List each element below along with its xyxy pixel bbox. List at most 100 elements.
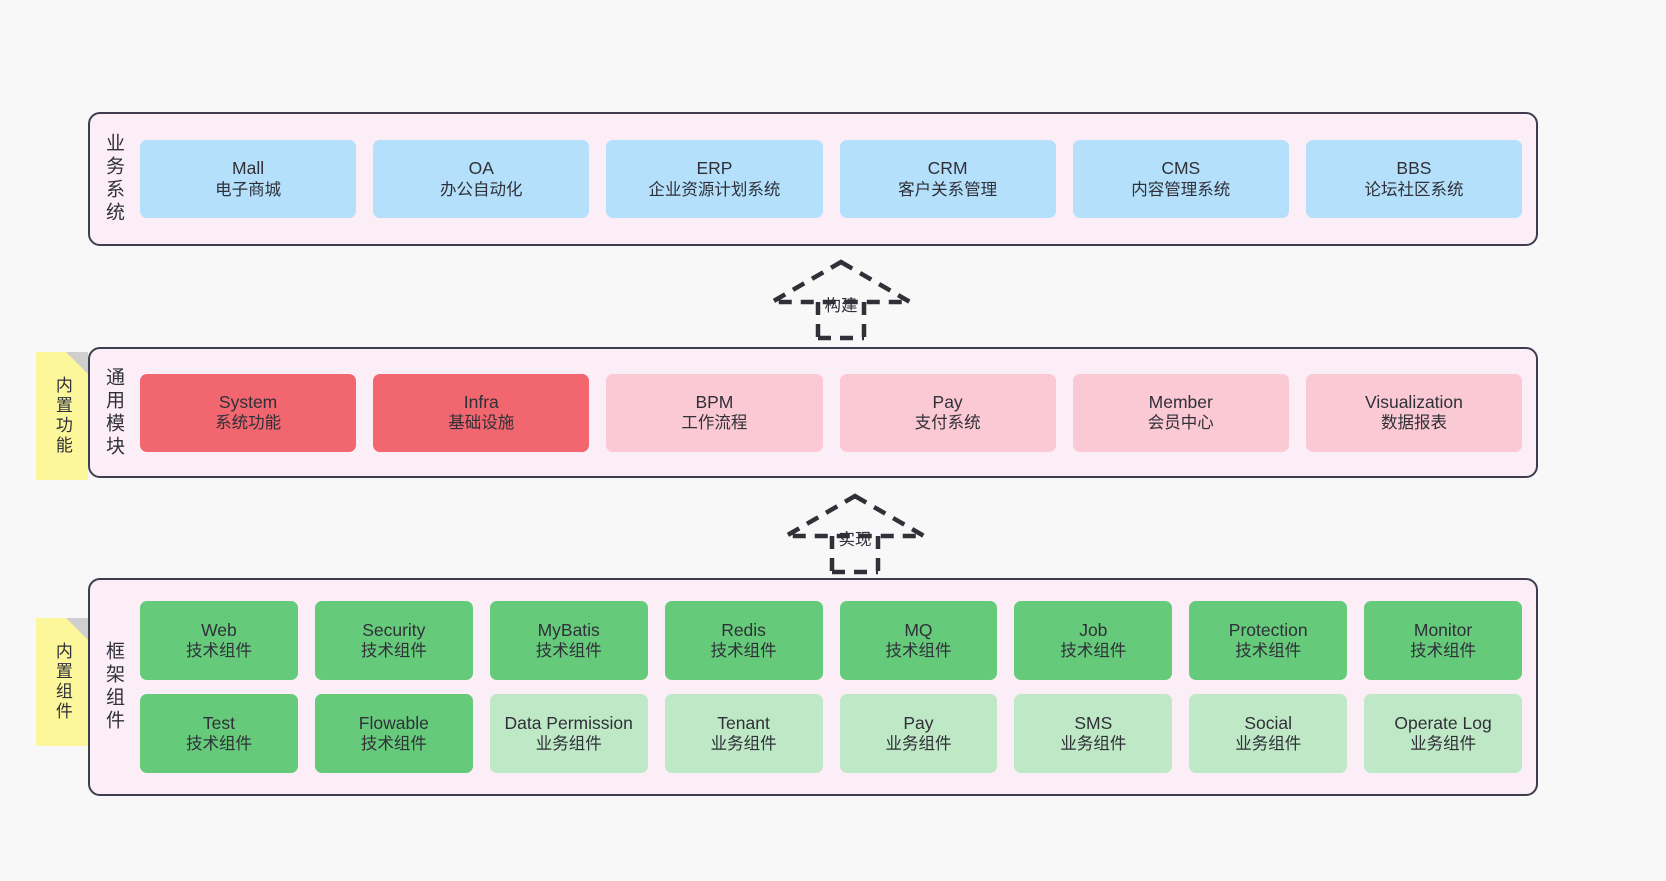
box-mall[interactable]: Mall 电子商城 xyxy=(140,140,357,218)
box-bpm-cn: 工作流程 xyxy=(681,414,748,433)
box-redis-en: Redis xyxy=(721,619,766,640)
box-cms-en: CMS xyxy=(1161,158,1201,179)
business-box-row: Mall 电子商城 OA 办公自动化 ERP 企业资源计划系统 CRM 客户关系… xyxy=(140,140,1523,218)
box-flowable-cn: 技术组件 xyxy=(360,735,427,754)
box-job-en: Job xyxy=(1079,619,1108,640)
box-web[interactable]: Web 技术组件 xyxy=(140,601,298,680)
layer-business-system: 业务系统 Mall 电子商城 OA 办公自动化 ERP 企业资源计划系统 CRM… xyxy=(88,112,1538,246)
box-pay-module-en: Pay xyxy=(932,391,963,412)
box-member[interactable]: Member 会员中心 xyxy=(1072,373,1289,452)
box-redis-cn: 技术组件 xyxy=(710,642,777,661)
layer-common-module-label: 通用模块 xyxy=(102,366,124,459)
box-mall-cn: 电子商城 xyxy=(215,180,282,199)
box-web-cn: 技术组件 xyxy=(185,642,252,661)
box-pay-module[interactable]: Pay 支付系统 xyxy=(839,373,1056,452)
sticky-note-builtin-function-label: 内置功能 xyxy=(52,376,72,456)
connector-build-label: 构建 xyxy=(824,297,858,315)
box-infra-en: Infra xyxy=(463,391,499,412)
common-box-row: System 系统功能 Infra 基础设施 BPM 工作流程 Pay 支付系统… xyxy=(140,373,1523,452)
box-pay-module-cn: 支付系统 xyxy=(914,414,981,433)
box-security-cn: 技术组件 xyxy=(360,642,427,661)
framework-biz-row: Test 技术组件 Flowable 技术组件 Data Permission … xyxy=(140,694,1522,773)
box-mq-en: MQ xyxy=(904,619,933,640)
box-infra-cn: 基础设施 xyxy=(448,414,515,433)
box-system-en: System xyxy=(218,391,278,412)
box-cms[interactable]: CMS 内容管理系统 xyxy=(1072,140,1289,218)
box-mall-en: Mall xyxy=(232,158,265,179)
connector-build: 构建 xyxy=(756,258,926,341)
connector-implement-label: 实现 xyxy=(838,531,872,549)
box-member-en: Member xyxy=(1148,391,1213,412)
box-oa[interactable]: OA 办公自动化 xyxy=(373,140,590,218)
box-monitor[interactable]: Monitor 技术组件 xyxy=(1364,601,1522,680)
connector-implement: 实现 xyxy=(770,492,940,575)
framework-tech-row: Web 技术组件 Security 技术组件 MyBatis 技术组件 Redi… xyxy=(140,601,1522,680)
box-tenant[interactable]: Tenant 业务组件 xyxy=(664,694,823,773)
box-sms-en: SMS xyxy=(1074,712,1113,733)
sticky-note-builtin-component: 内置组件 xyxy=(36,618,88,746)
sticky-note-builtin-component-label: 内置组件 xyxy=(52,642,72,722)
box-redis[interactable]: Redis 技术组件 xyxy=(664,601,823,680)
box-mybatis[interactable]: MyBatis 技术组件 xyxy=(489,601,648,680)
box-infra[interactable]: Infra 基础设施 xyxy=(373,373,590,452)
box-job[interactable]: Job 技术组件 xyxy=(1014,601,1173,680)
box-bpm[interactable]: BPM 工作流程 xyxy=(606,373,823,452)
layer-business-system-label: 业务系统 xyxy=(102,133,124,225)
box-web-en: Web xyxy=(201,619,237,640)
box-visualization[interactable]: Visualization 数据报表 xyxy=(1305,373,1523,452)
box-system[interactable]: System 系统功能 xyxy=(140,373,357,452)
box-system-cn: 系统功能 xyxy=(215,414,282,433)
box-crm-cn: 客户关系管理 xyxy=(898,180,998,199)
box-erp-en: ERP xyxy=(696,158,733,179)
box-security-en: Security xyxy=(362,619,426,640)
box-test-en: Test xyxy=(202,712,235,733)
box-sms[interactable]: SMS 业务组件 xyxy=(1014,694,1173,773)
box-monitor-en: Monitor xyxy=(1413,619,1473,640)
box-erp[interactable]: ERP 企业资源计划系统 xyxy=(606,140,823,218)
box-test[interactable]: Test 技术组件 xyxy=(140,694,298,773)
box-social-cn: 业务组件 xyxy=(1235,735,1302,754)
box-flowable[interactable]: Flowable 技术组件 xyxy=(314,694,473,773)
box-pay-component-en: Pay xyxy=(903,712,934,733)
layer-framework-component: 框架组件 Web 技术组件 Security 技术组件 MyBatis 技术组件… xyxy=(88,578,1538,796)
box-security[interactable]: Security 技术组件 xyxy=(314,601,473,680)
box-protection-en: Protection xyxy=(1228,619,1308,640)
box-mq[interactable]: MQ 技术组件 xyxy=(839,601,998,680)
box-operate-log-cn: 业务组件 xyxy=(1410,735,1477,754)
box-crm-en: CRM xyxy=(927,158,968,179)
box-bpm-en: BPM xyxy=(695,391,734,412)
layer-framework-component-body: Web 技术组件 Security 技术组件 MyBatis 技术组件 Redi… xyxy=(136,580,1536,794)
box-monitor-cn: 技术组件 xyxy=(1410,642,1477,661)
box-operate-log-en: Operate Log xyxy=(1394,712,1492,733)
box-flowable-en: Flowable xyxy=(358,712,429,733)
box-social[interactable]: Social 业务组件 xyxy=(1189,694,1348,773)
box-oa-cn: 办公自动化 xyxy=(440,180,523,199)
box-data-permission-en: Data Permission xyxy=(504,712,633,733)
box-pay-component[interactable]: Pay 业务组件 xyxy=(839,694,998,773)
box-protection-cn: 技术组件 xyxy=(1235,642,1302,661)
box-bbs-cn: 论坛社区系统 xyxy=(1364,180,1464,199)
box-visualization-en: Visualization xyxy=(1364,391,1463,412)
box-data-permission-cn: 业务组件 xyxy=(535,735,602,754)
box-tenant-cn: 业务组件 xyxy=(710,735,777,754)
box-job-cn: 技术组件 xyxy=(1060,642,1127,661)
box-mybatis-cn: 技术组件 xyxy=(535,642,602,661)
box-mq-cn: 技术组件 xyxy=(885,642,952,661)
layer-business-system-body: Mall 电子商城 OA 办公自动化 ERP 企业资源计划系统 CRM 客户关系… xyxy=(136,114,1536,244)
layer-framework-component-label: 框架组件 xyxy=(102,641,124,733)
box-sms-cn: 业务组件 xyxy=(1060,735,1127,754)
layer-common-module-body: System 系统功能 Infra 基础设施 BPM 工作流程 Pay 支付系统… xyxy=(136,349,1536,476)
box-tenant-en: Tenant xyxy=(717,712,770,733)
box-pay-component-cn: 业务组件 xyxy=(885,735,952,754)
box-social-en: Social xyxy=(1244,712,1293,733)
box-protection[interactable]: Protection 技术组件 xyxy=(1189,601,1348,680)
box-test-cn: 技术组件 xyxy=(185,735,252,754)
box-erp-cn: 企业资源计划系统 xyxy=(648,180,781,199)
box-operate-log[interactable]: Operate Log 业务组件 xyxy=(1364,694,1522,773)
box-bbs[interactable]: BBS 论坛社区系统 xyxy=(1305,140,1523,218)
box-data-permission[interactable]: Data Permission 业务组件 xyxy=(489,694,648,773)
box-crm[interactable]: CRM 客户关系管理 xyxy=(839,140,1056,218)
box-bbs-en: BBS xyxy=(1396,158,1432,179)
box-mybatis-en: MyBatis xyxy=(537,619,600,640)
